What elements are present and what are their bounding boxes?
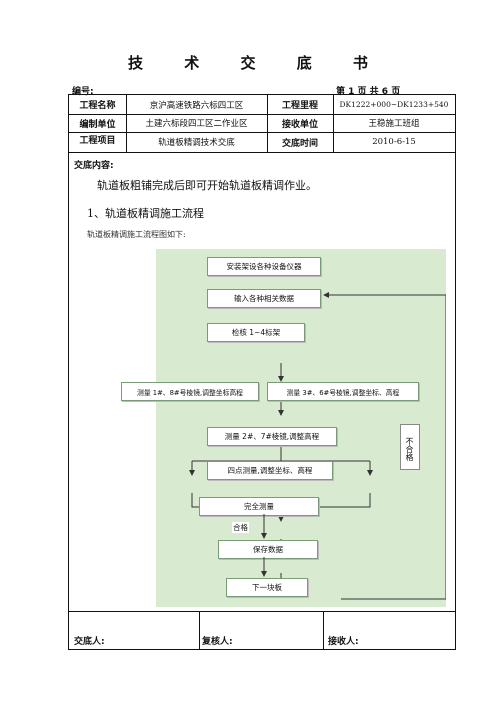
fail-loop <box>323 292 446 600</box>
flowchart-caption: 轨道板精调施工流程图如下: <box>87 230 186 239</box>
step-install-equipment: 安装架设各种设备仪器 <box>207 257 321 276</box>
handover-time-label: 交底时间 <box>281 138 318 149</box>
doc-number-label: 编号: <box>72 87 94 97</box>
step-four-point-measure: 四点测量,调整坐标、高程 <box>207 461 333 480</box>
mileage-label: 工程里程 <box>281 101 318 111</box>
step-save-data: 保存数据 <box>218 540 318 559</box>
fail-label: 不合格 <box>400 424 420 470</box>
compiler-label: 编制单位 <box>79 119 116 130</box>
handover-person-label: 交底人: <box>74 637 105 647</box>
col-divider <box>126 95 127 152</box>
receiver-person-label: 接收人: <box>328 637 359 647</box>
step-next-slab: 下一块板 <box>226 578 308 597</box>
col-divider <box>199 611 200 650</box>
step-check-frames: 检核 1~4标架 <box>207 323 305 342</box>
row-divider <box>69 152 455 153</box>
project-item-label: 工程项目 <box>79 135 116 146</box>
page-info: 第 1 页 共 6 页 <box>336 87 401 97</box>
content-label: 交底内容: <box>74 161 114 171</box>
step-input-data: 输入各种相关数据 <box>207 289 321 308</box>
col-divider <box>323 611 324 650</box>
intro-paragraph: 轨道板粗铺完成后即可开始轨道板精调作业。 <box>97 179 317 192</box>
receiver-unit-label: 接收单位 <box>281 119 318 130</box>
row-divider <box>69 611 455 612</box>
document-frame: 工程名称 京沪高速铁路六标四工区 工程里程 DK1222+000~DK1233+… <box>68 94 456 650</box>
col-divider <box>267 95 268 152</box>
reviewer-label: 复核人: <box>202 637 233 647</box>
row-divider <box>69 132 455 133</box>
step-measure-prism-3-6: 测量 3#、6#号棱镜,调整坐标、高程 <box>267 382 419 401</box>
pass-label: 合格 <box>232 522 249 533</box>
step-measure-prism-2-7: 测量 2#、7#棱镜,调整高程 <box>207 427 337 446</box>
compiler-value: 土建六标段四工区二作业区 <box>145 119 248 129</box>
handover-time-value: 2010-6-15 <box>372 137 416 147</box>
section-heading: 1、轨道板精调施工流程 <box>87 207 204 220</box>
receiver-unit-value: 王稳施工班组 <box>368 119 420 129</box>
project-name-label: 工程名称 <box>79 101 116 111</box>
step-full-measure: 完全测量 <box>199 497 319 516</box>
project-name-value: 京沪高速铁路六标四工区 <box>149 100 244 111</box>
project-item-value: 轨道板精调技术交底 <box>158 138 235 148</box>
step-measure-prism-1-8: 测量 1#、8#号棱镜,调整坐标高程 <box>121 382 259 401</box>
row-divider <box>69 114 455 115</box>
col-divider <box>333 95 334 152</box>
mileage-value: DK1222+000~DK1233+540 <box>339 100 449 109</box>
document-title: 技 术 交 底 书 <box>128 54 386 72</box>
